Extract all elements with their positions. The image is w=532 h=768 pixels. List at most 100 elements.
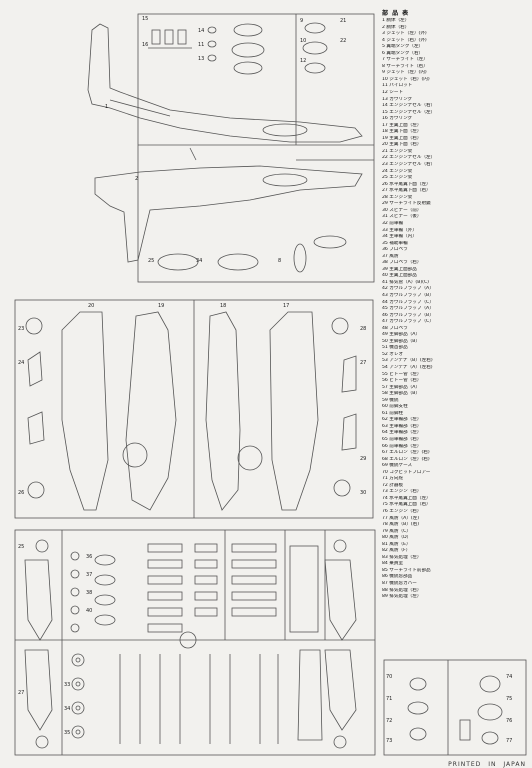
parts-list-item: 15 エンジンナセル（左） <box>382 109 436 115</box>
parts-list-item: 9 ジェット（左）(内) <box>382 70 427 76</box>
parts-list-item: 12 シート <box>382 90 404 96</box>
parts-list-item: 79 風防（C） <box>382 528 411 534</box>
parts-list-item: 47 カウルフラップ（C） <box>382 319 434 325</box>
sprue-number: 75 <box>506 696 512 702</box>
parts-list-item: 44 カウルフラップ（C） <box>382 299 434 305</box>
parts-list-item: 20 主翼下面（右） <box>382 142 422 148</box>
sprue-number: 33 <box>64 682 70 688</box>
parts-list-item: 23 エンジンナセル（右） <box>382 162 436 168</box>
sprue-number: 11 <box>198 42 204 48</box>
parts-list-item: 35 補助車輪 <box>382 240 408 246</box>
footer-in: IN <box>488 761 497 768</box>
parts-list-item: 22 エンジンナセル（左） <box>382 155 436 161</box>
sprue-number: 8 <box>278 258 281 264</box>
wing-left-upper <box>61 311 109 511</box>
parts-list-item: 19 主翼上面（右） <box>382 135 422 141</box>
sprue-number: 9 <box>300 18 303 24</box>
parts-list-item: 45 カウルフラップ（A） <box>382 306 434 312</box>
parts-list-item: 34 主車輪（内） <box>382 234 417 240</box>
parts-list-item: 6 翼端タンク（右） <box>382 50 424 56</box>
parts-list-item: 71 方向舵 <box>382 476 404 482</box>
sprue-number: 10 <box>300 38 306 44</box>
parts-list-item: 50 主脚部品（B） <box>382 338 421 344</box>
parts-list-item: 52 オレオ <box>382 351 404 357</box>
parts-list-item: 73 エンジン（右） <box>382 489 422 495</box>
parts-list-item: 1 胴体（左） <box>382 18 410 23</box>
fuselage-half-2 <box>94 165 363 263</box>
wing-right-lower <box>269 311 319 511</box>
sprue-number: 19 <box>158 303 164 309</box>
parts-list-item: 60 前脚支柱 <box>382 404 408 410</box>
parts-list-item: 49 主脚部品（A） <box>382 332 421 338</box>
parts-list-item: 31 スピナー（後） <box>382 214 422 220</box>
parts-list-item: 30 スピナー（前） <box>382 207 422 213</box>
parts-list-item: 62 主車輪部（左） <box>382 417 422 423</box>
parts-list-item: 13 カウリング <box>382 96 413 102</box>
parts-list-item: 75 水平尾翼上面（右） <box>382 502 431 508</box>
sprue-number: 1 <box>105 104 108 110</box>
parts-list-item: 25 エンジン架 <box>382 175 413 181</box>
sprue-number: 14 <box>198 28 204 34</box>
sprue-number: 27 <box>18 690 24 696</box>
sprue-number: 25 <box>18 544 24 550</box>
middle-sprue-frame <box>14 299 374 519</box>
parts-list-item: 72 計器板 <box>382 482 404 488</box>
parts-list-item: 42 カウルフラップ（A） <box>382 286 434 292</box>
sprue-number: 70 <box>386 674 392 680</box>
sprue-number: 30 <box>360 490 366 496</box>
parts-list-item: 70 コクピットフロアー <box>382 469 431 475</box>
printed-in-japan: PRINTED IN JAPAN <box>444 761 526 768</box>
sprue-number: 28 <box>360 326 366 332</box>
parts-list-item: 89 排気処理（左） <box>382 594 422 600</box>
sprue-number: 17 <box>283 303 289 309</box>
parts-list-item: 55 ピトー管（左） <box>382 371 422 377</box>
parts-list-item: 29 サーチライト反射鏡 <box>382 201 431 207</box>
canopy-sprue <box>383 659 527 756</box>
top-sprue-frame <box>137 13 375 283</box>
sprue-number: 35 <box>64 730 70 736</box>
sprue-number: 38 <box>86 590 92 596</box>
sprue-number: 76 <box>506 718 512 724</box>
parts-list-item: 11 パイロット <box>382 83 413 89</box>
parts-list-item: 17 主翼上面（左） <box>382 122 422 128</box>
parts-list-item: 74 水平尾翼上面（左） <box>382 495 431 501</box>
sprue-number: 77 <box>506 738 512 744</box>
parts-list-item: 51 機首部品 <box>382 345 408 351</box>
top-small-parts <box>148 22 328 75</box>
parts-list-item: 46 カウルフラップ（B） <box>382 312 434 318</box>
part-number-labels: 15 16 14 11 13 9 10 12 21 1 22 2 25 34 8… <box>18 16 512 744</box>
parts-list-item: 48 プロペラ <box>382 325 408 331</box>
parts-list-item: 8 サーチライト（右） <box>382 63 428 69</box>
parts-list-item: 84 乗員室 <box>382 561 404 567</box>
parts-list-item: 85 サーチライト前部品 <box>382 567 431 573</box>
parts-list-item: 37 風防 <box>382 253 399 259</box>
parts-list-item: 88 排気処理（右） <box>382 587 422 593</box>
parts-list-item: 43 カウルフラップ（B） <box>382 292 434 298</box>
sprue-number: 22 <box>340 38 346 44</box>
parts-list-item: 81 風防（E） <box>382 541 411 547</box>
sprue-number: 37 <box>86 572 92 578</box>
sprue-number: 34 <box>196 258 202 264</box>
wing-left-lower <box>125 311 177 511</box>
fuselage-half-1 <box>87 23 363 143</box>
parts-list-item: 36 プロペラ <box>382 247 408 253</box>
landing-gear <box>119 649 323 744</box>
small-parts-column <box>70 543 319 633</box>
parts-list-item: 33 主車輪（外） <box>382 227 417 233</box>
parts-list-item: 4 ジェット（右）(外) <box>382 37 427 43</box>
parts-list-item: 39 主翼上面部品 <box>382 266 417 272</box>
sprue-number: 74 <box>506 674 512 680</box>
sprue-number: 25 <box>148 258 154 264</box>
parts-list-item: 18 主翼下面（左） <box>382 129 422 135</box>
parts-list-item: 16 カウリング <box>382 116 413 122</box>
parts-list-item: 69 機銃ケース <box>382 463 413 469</box>
parts-list-item: 26 水平尾翼下面（左） <box>382 181 431 187</box>
sprue-number: 23 <box>18 326 24 332</box>
sprue-number: 34 <box>64 706 70 712</box>
parts-list-item: 3 ジェット（左）(外) <box>382 31 427 37</box>
parts-list-item: 57 主脚部品（A） <box>382 384 421 390</box>
parts-list-item: 32 前車輪 <box>382 220 404 226</box>
sprue-number: 18 <box>220 303 226 309</box>
sprue-number: 26 <box>18 490 24 496</box>
